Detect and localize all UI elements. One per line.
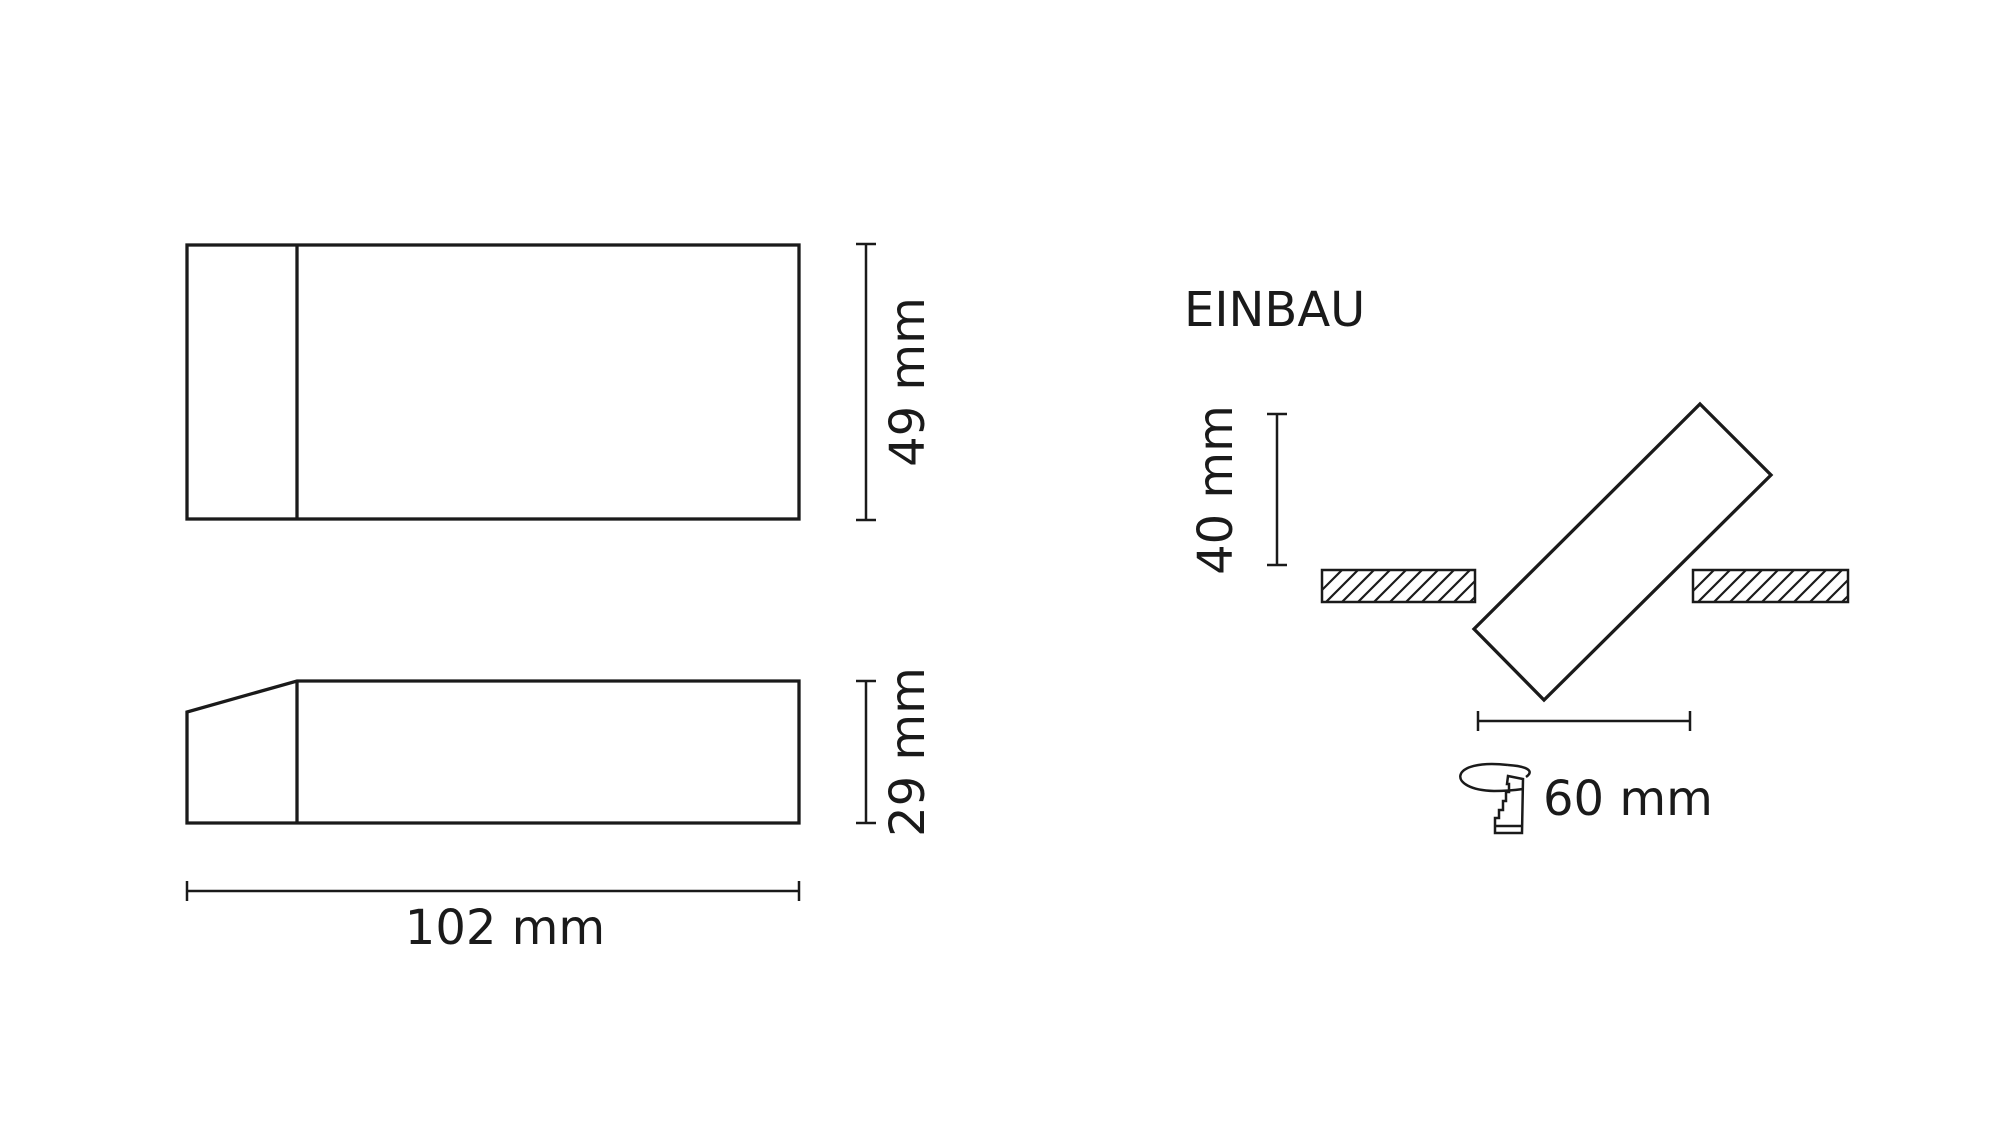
cutout-label: 60 mm	[1543, 771, 1713, 827]
front-view-body	[185, 243, 801, 521]
installation-title: EINBAU	[1184, 282, 1365, 338]
height-dimension-front: 49 mm	[856, 242, 936, 522]
device-tilted	[1471, 401, 1774, 703]
front-view	[185, 243, 801, 521]
side-view-body	[185, 679, 801, 825]
side-view	[185, 679, 801, 825]
height-label-side: 29 mm	[880, 667, 936, 837]
ceiling-slab-left	[1320, 568, 1477, 604]
ceiling-slab-right	[1691, 568, 1850, 604]
depth-label: 40 mm	[1188, 405, 1244, 575]
installation-diagram: EINBAU 40 mm	[1184, 282, 1850, 835]
cutout-dimension	[1476, 711, 1692, 731]
width-label: 102 mm	[405, 900, 605, 956]
height-label-front: 49 mm	[880, 297, 936, 467]
width-dimension: 102 mm	[185, 881, 801, 956]
hole-saw-icon	[1459, 762, 1531, 835]
depth-dimension: 40 mm	[1188, 405, 1287, 575]
height-dimension-side: 29 mm	[856, 667, 936, 837]
